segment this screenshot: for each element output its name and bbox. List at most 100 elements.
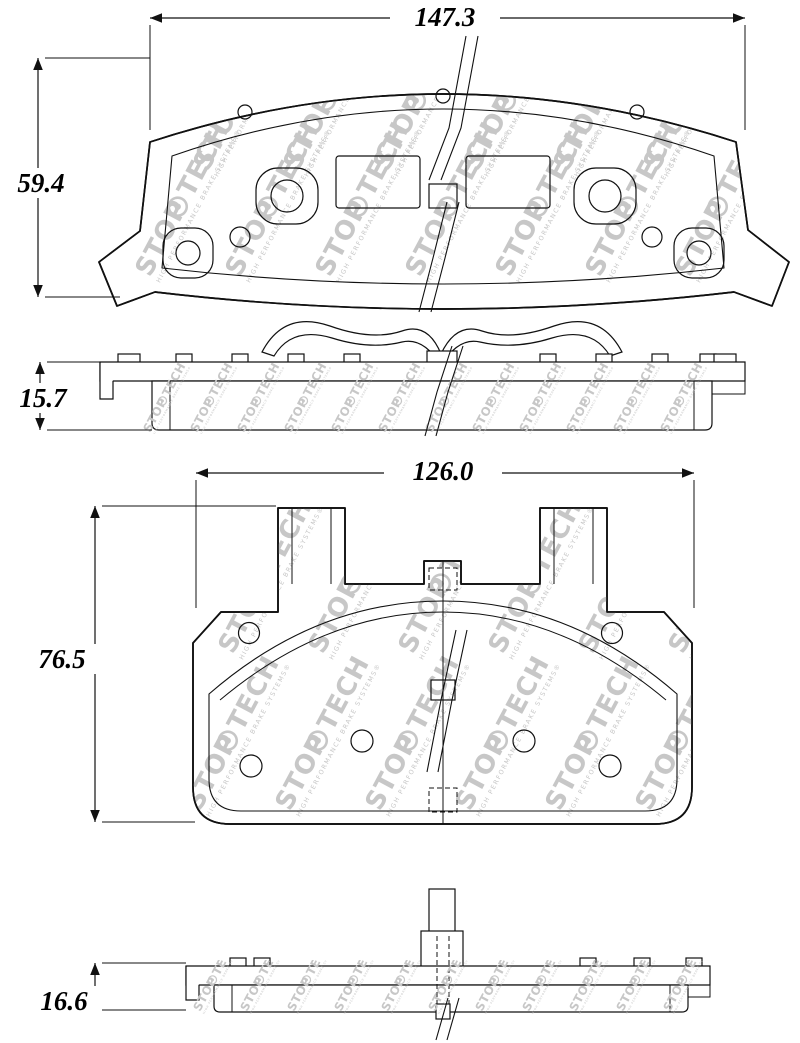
corner-hole-right xyxy=(686,240,712,266)
watermark-brand-right: TECH xyxy=(615,494,679,579)
stoptech-gear-center-icon xyxy=(257,580,264,587)
left-hook xyxy=(99,362,114,400)
stoptech-gear-center-icon xyxy=(634,978,637,982)
stoptech-gear-center-icon xyxy=(587,978,590,982)
stoptech-gear-center-icon xyxy=(584,399,587,403)
stoptech-gear-center-icon xyxy=(396,399,399,403)
dimension-16-6 xyxy=(90,962,186,1011)
stoptech-gear-icon xyxy=(610,573,632,594)
stoptech-gear-center-icon xyxy=(490,399,493,403)
stoptech-gear-icon xyxy=(395,975,406,985)
watermark-brand-right: TECH xyxy=(435,494,499,579)
stoptech-gear-icon xyxy=(204,396,215,406)
stoptech-gear-center-icon xyxy=(161,399,164,403)
dim-label-flat-pad-width: 126.0 xyxy=(384,456,502,486)
stoptech-gear-icon xyxy=(527,196,549,217)
dim-label-flat-pad-height: 76.5 xyxy=(24,644,100,674)
stoptech-gear-center-icon xyxy=(211,978,214,982)
stoptech-gear-center-icon xyxy=(352,978,355,982)
stoptech-gear-icon xyxy=(674,396,685,406)
center-post-base xyxy=(420,930,464,968)
dim-label-flat-pad-thickness: 16.6 xyxy=(26,986,102,1016)
stoptech-gear-center-icon xyxy=(446,978,449,982)
watermark-tagline: HIGH PERFORMANCE BRAKE SYSTEMS® xyxy=(687,505,775,661)
stoptech-gear-center-icon xyxy=(537,399,540,403)
stoptech-gear-icon xyxy=(675,94,697,111)
watermark-brand-right: TECH xyxy=(590,11,654,96)
watermark-brand-right: TECH xyxy=(500,11,564,96)
stoptech-gear-icon xyxy=(301,975,312,985)
stoptech-gear-icon xyxy=(583,975,594,985)
break-lines-flat-view xyxy=(426,629,468,773)
dim-label-arc-pad-height: 59.4 xyxy=(8,168,74,198)
stoptech-gear-icon xyxy=(580,396,591,406)
stoptech-gear-icon xyxy=(250,573,272,594)
stoptech-gear-icon xyxy=(307,730,329,751)
stoptech-gear-center-icon xyxy=(399,978,402,982)
stoptech-gear-center-icon xyxy=(224,737,231,744)
stoptech-gear-center-icon xyxy=(349,399,352,403)
pad-spring-clip xyxy=(261,321,623,368)
center-slot-right xyxy=(465,155,551,209)
stoptech-gear-icon xyxy=(707,196,729,217)
center-slot-left xyxy=(335,155,421,209)
stoptech-gear-center-icon xyxy=(493,978,496,982)
stoptech-gear-icon xyxy=(225,94,247,111)
stoptech-gear-center-icon xyxy=(681,978,684,982)
friction-material-profile-2 xyxy=(213,984,689,1013)
stoptech-gear-center-icon xyxy=(314,737,321,744)
stoptech-gear-center-icon xyxy=(142,97,149,104)
stoptech-gear-center-icon xyxy=(706,579,715,588)
stoptech-gear-center-icon xyxy=(540,978,543,982)
stoptech-gear-center-icon xyxy=(584,737,591,744)
stoptech-gear-icon xyxy=(442,975,453,985)
stoptech-gear-icon xyxy=(157,396,168,406)
stoptech-gear-icon xyxy=(135,94,157,111)
stoptech-gear-center-icon xyxy=(494,737,501,744)
stoptech-gear-icon xyxy=(257,196,279,217)
stoptech-gear-center-icon xyxy=(592,97,599,104)
guide-hole-left xyxy=(270,179,304,213)
stoptech-gear-icon xyxy=(254,975,265,985)
stoptech-gear-icon xyxy=(487,730,509,751)
stoptech-gear-center-icon xyxy=(302,399,305,403)
stoptech-gear-center-icon xyxy=(174,203,181,210)
watermark-brand-right: TECH xyxy=(345,494,409,579)
dim-label-arc-pad-width: 147.3 xyxy=(390,2,500,32)
stoptech-gear-center-icon xyxy=(305,978,308,982)
stoptech-gear-icon xyxy=(630,975,641,985)
stoptech-gear-center-icon xyxy=(255,399,258,403)
stoptech-gear-icon xyxy=(298,396,309,406)
break-lines-bottom-view xyxy=(435,997,460,1041)
center-abutment xyxy=(428,183,458,209)
center-bottom-notch xyxy=(435,1003,451,1020)
stoptech-gear-center-icon xyxy=(624,203,631,210)
stoptech-gear-icon xyxy=(699,571,723,595)
stoptech-gear-center-icon xyxy=(674,737,681,744)
stoptech-gear-center-icon xyxy=(682,97,689,104)
stoptech-gear-center-icon xyxy=(631,399,634,403)
stoptech-gear-icon xyxy=(667,730,689,751)
friction-material-profile xyxy=(151,380,713,431)
stoptech-gear-icon xyxy=(217,730,239,751)
arc-pad-inner-outline xyxy=(161,108,725,285)
left-hook-2 xyxy=(185,966,200,1001)
stoptech-gear-icon xyxy=(347,196,369,217)
stoptech-gear-icon xyxy=(677,975,688,985)
flat-pad-inner-outline xyxy=(208,600,678,812)
rivet-hole-right xyxy=(641,226,663,248)
stoptech-gear-icon xyxy=(251,396,262,406)
stoptech-gear-center-icon xyxy=(232,97,239,104)
stoptech-gear-center-icon xyxy=(208,399,211,403)
stoptech-gear-icon xyxy=(577,730,599,751)
stoptech-gear-icon xyxy=(536,975,547,985)
stoptech-gear-center-icon xyxy=(264,203,271,210)
center-lug xyxy=(426,350,458,364)
center-post-top xyxy=(428,888,456,934)
stoptech-gear-icon xyxy=(345,396,356,406)
